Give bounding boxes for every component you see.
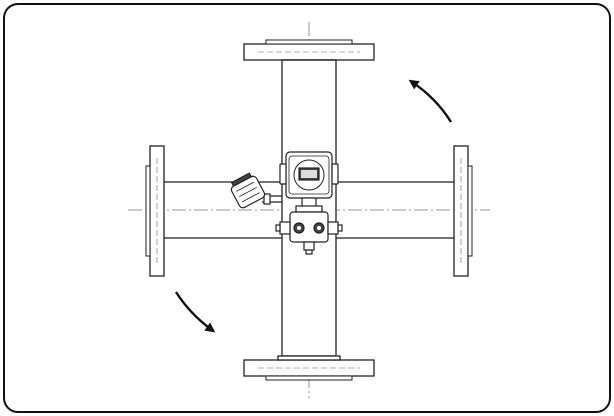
right-flange-ring [467,165,473,257]
rotation-arrow-lower-left [174,291,216,333]
right-flange [453,145,469,277]
transmitter [275,151,343,255]
rotation-arrow-upper-right [408,79,453,123]
temperature-sensor [230,172,282,209]
left-flange-ring [145,165,151,257]
vertical-pipe [243,39,375,381]
top-flange-ring [265,39,353,45]
drawing-frame [3,3,611,413]
bottom-flange-ring [265,375,353,381]
left-flange [149,145,165,277]
horizontal-pipe [145,145,473,277]
